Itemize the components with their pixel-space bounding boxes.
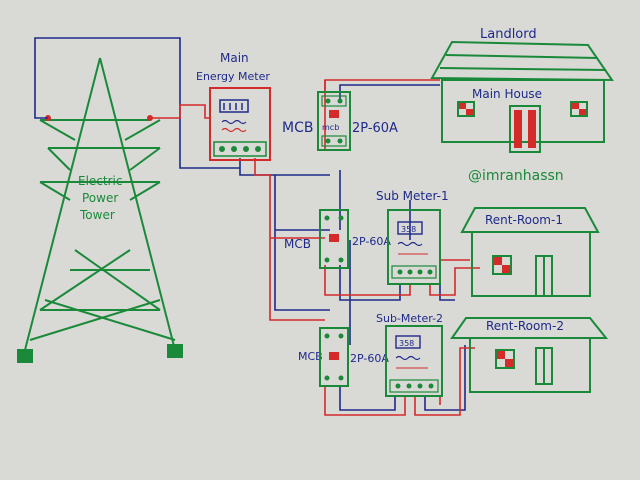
rent-room-2-label: Rent-Room-2 [486,319,564,333]
mcb-breaker-icon [319,209,349,269]
main-house-label: Main House [472,87,542,101]
phase-wires [150,79,480,416]
door-icon [514,110,536,148]
tower-label-3: Tower [79,208,115,222]
mcb-2-rating: 2P-60A [350,352,389,365]
sub-meter-2-display: 358 [399,339,414,348]
energy-meter-icon [387,209,441,285]
tower-label-1: Electric [78,174,122,188]
sub-meter-2-label: Sub-Meter-2 [376,312,443,325]
power-tower-icon [17,57,183,363]
house-icon [450,317,609,393]
mcb-main-label: MCB [282,120,313,136]
tower-label-2: Power [82,191,118,205]
energy-meter-icon [209,87,271,161]
mcb-2-label: MCB [298,350,323,363]
mcb-1-label: MCB [284,237,311,251]
landlord-label: Landlord [480,27,537,42]
mcb-breaker-icon [319,327,349,387]
mcb-main-face: mcb [322,123,339,132]
window-icon [497,351,513,367]
mcb-breaker-icon [317,91,351,151]
sub-meter-1-display: 358 [401,225,416,234]
window-icon [494,257,510,273]
sub-meter-1-label: Sub Meter-1 [376,189,449,203]
neutral-wires [34,37,466,411]
handle-label: @imranhassn [468,168,564,184]
main-meter-label-1: Main [220,51,249,65]
rent-room-1-label: Rent-Room-1 [485,213,563,227]
mcb-1-rating: 2P-60A [352,235,391,248]
house-icon [460,207,600,297]
main-meter-label-2: Energy Meter [196,70,270,83]
house-icon [430,40,614,153]
window-icon [459,103,586,115]
energy-meter-icon [385,325,443,397]
mcb-main-rating: 2P-60A [352,121,398,136]
